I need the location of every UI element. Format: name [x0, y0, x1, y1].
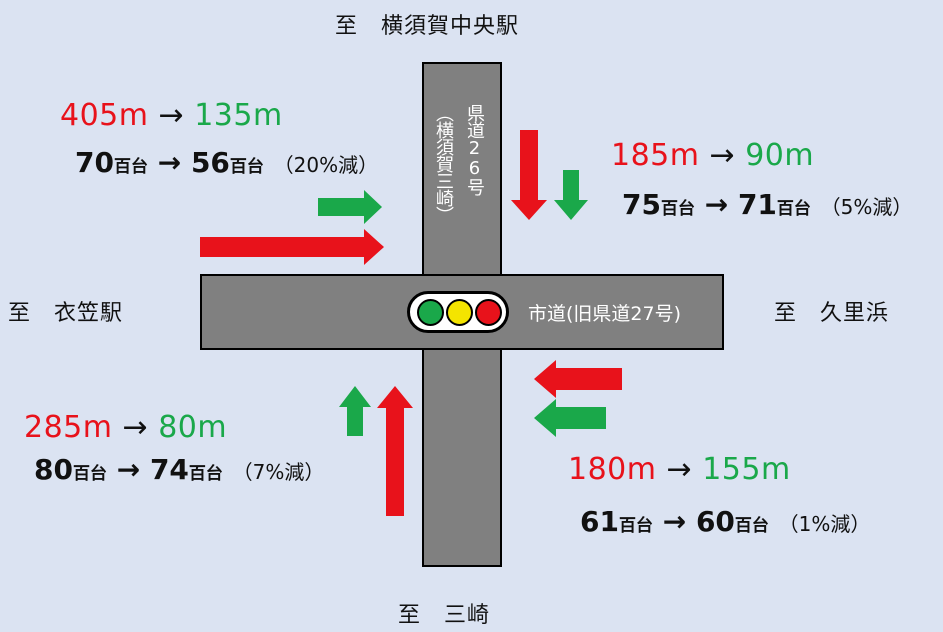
north-queue-length: 185m → 90m — [611, 138, 814, 173]
destination-north: 至 横須賀中央駅 — [335, 14, 520, 39]
west-volume-after: 56 — [190, 146, 230, 179]
north-volume-before: 75 — [622, 188, 661, 221]
arrow-right-icon: → — [704, 188, 729, 221]
south-length-before: 285m — [24, 410, 113, 445]
east-traffic-volume: 61百台 → 60百台 （1%減） — [580, 505, 870, 538]
south-reduction: （7%減） — [232, 460, 325, 484]
north-traffic-volume: 75百台 → 71百台 （5%減） — [622, 188, 912, 221]
traffic-signal-icon — [407, 291, 509, 333]
south-after-arrow-icon — [339, 386, 371, 436]
west-volume-before: 70 — [75, 146, 114, 179]
arrow-right-icon: → — [122, 410, 149, 445]
east-volume-before: 61 — [580, 505, 619, 538]
west-length-before: 405m — [60, 98, 149, 133]
signal-green-light — [417, 299, 444, 326]
arrow-right-icon: → — [666, 452, 693, 487]
east-after-arrow-icon — [534, 399, 606, 437]
north-after-arrow-icon — [554, 170, 588, 220]
unit-label: 百台 — [618, 516, 653, 536]
arrow-right-icon: → — [662, 505, 687, 538]
north-reduction: （5%減） — [820, 195, 913, 219]
unit-label: 百台 — [776, 199, 811, 219]
horizontal-road-name: 市道(旧県道27号) — [528, 303, 682, 325]
arrow-right-icon: → — [116, 453, 141, 486]
unit-label: 百台 — [660, 199, 695, 219]
north-length-after: 90m — [745, 138, 815, 173]
arrow-right-icon: → — [709, 138, 736, 173]
unit-label: 百台 — [229, 157, 264, 177]
south-volume-after: 74 — [149, 453, 189, 486]
south-length-after: 80m — [158, 410, 228, 445]
unit-label: 百台 — [734, 516, 769, 536]
west-reduction: （20%減） — [273, 153, 379, 177]
south-traffic-volume: 80百台 → 74百台 （7%減） — [34, 453, 324, 486]
arrow-right-icon: → — [158, 98, 185, 133]
west-after-arrow-icon — [318, 190, 382, 224]
unit-label: 百台 — [113, 157, 148, 177]
south-volume-before: 80 — [34, 453, 73, 486]
arrow-right-icon: → — [157, 146, 182, 179]
east-length-after: 155m — [702, 452, 791, 487]
unit-label: 百台 — [72, 464, 107, 484]
east-volume-after: 60 — [695, 505, 735, 538]
west-queue-length: 405m → 135m — [60, 98, 283, 133]
signal-red-light — [475, 299, 502, 326]
unit-label: 百台 — [188, 464, 223, 484]
signal-yellow-light — [446, 299, 473, 326]
east-length-before: 180m — [568, 452, 657, 487]
east-queue-length: 180m → 155m — [568, 452, 791, 487]
destination-east: 至 久里浜 — [774, 301, 890, 326]
destination-west: 至 衣笠駅 — [8, 301, 124, 326]
vertical-road-name: 県道26号 — [464, 104, 485, 195]
north-before-arrow-icon — [511, 130, 547, 220]
destination-south: 至 三崎 — [398, 603, 491, 628]
west-traffic-volume: 70百台 → 56百台 （20%減） — [75, 146, 378, 179]
vertical-road-alias: （横須賀三崎） — [433, 104, 454, 223]
north-volume-after: 71 — [737, 188, 777, 221]
south-before-arrow-icon — [377, 386, 413, 516]
west-length-after: 135m — [194, 98, 283, 133]
north-length-before: 185m — [611, 138, 700, 173]
west-before-arrow-icon — [200, 229, 384, 265]
east-before-arrow-icon — [534, 360, 622, 398]
east-reduction: （1%減） — [778, 512, 871, 536]
south-queue-length: 285m → 80m — [24, 410, 227, 445]
